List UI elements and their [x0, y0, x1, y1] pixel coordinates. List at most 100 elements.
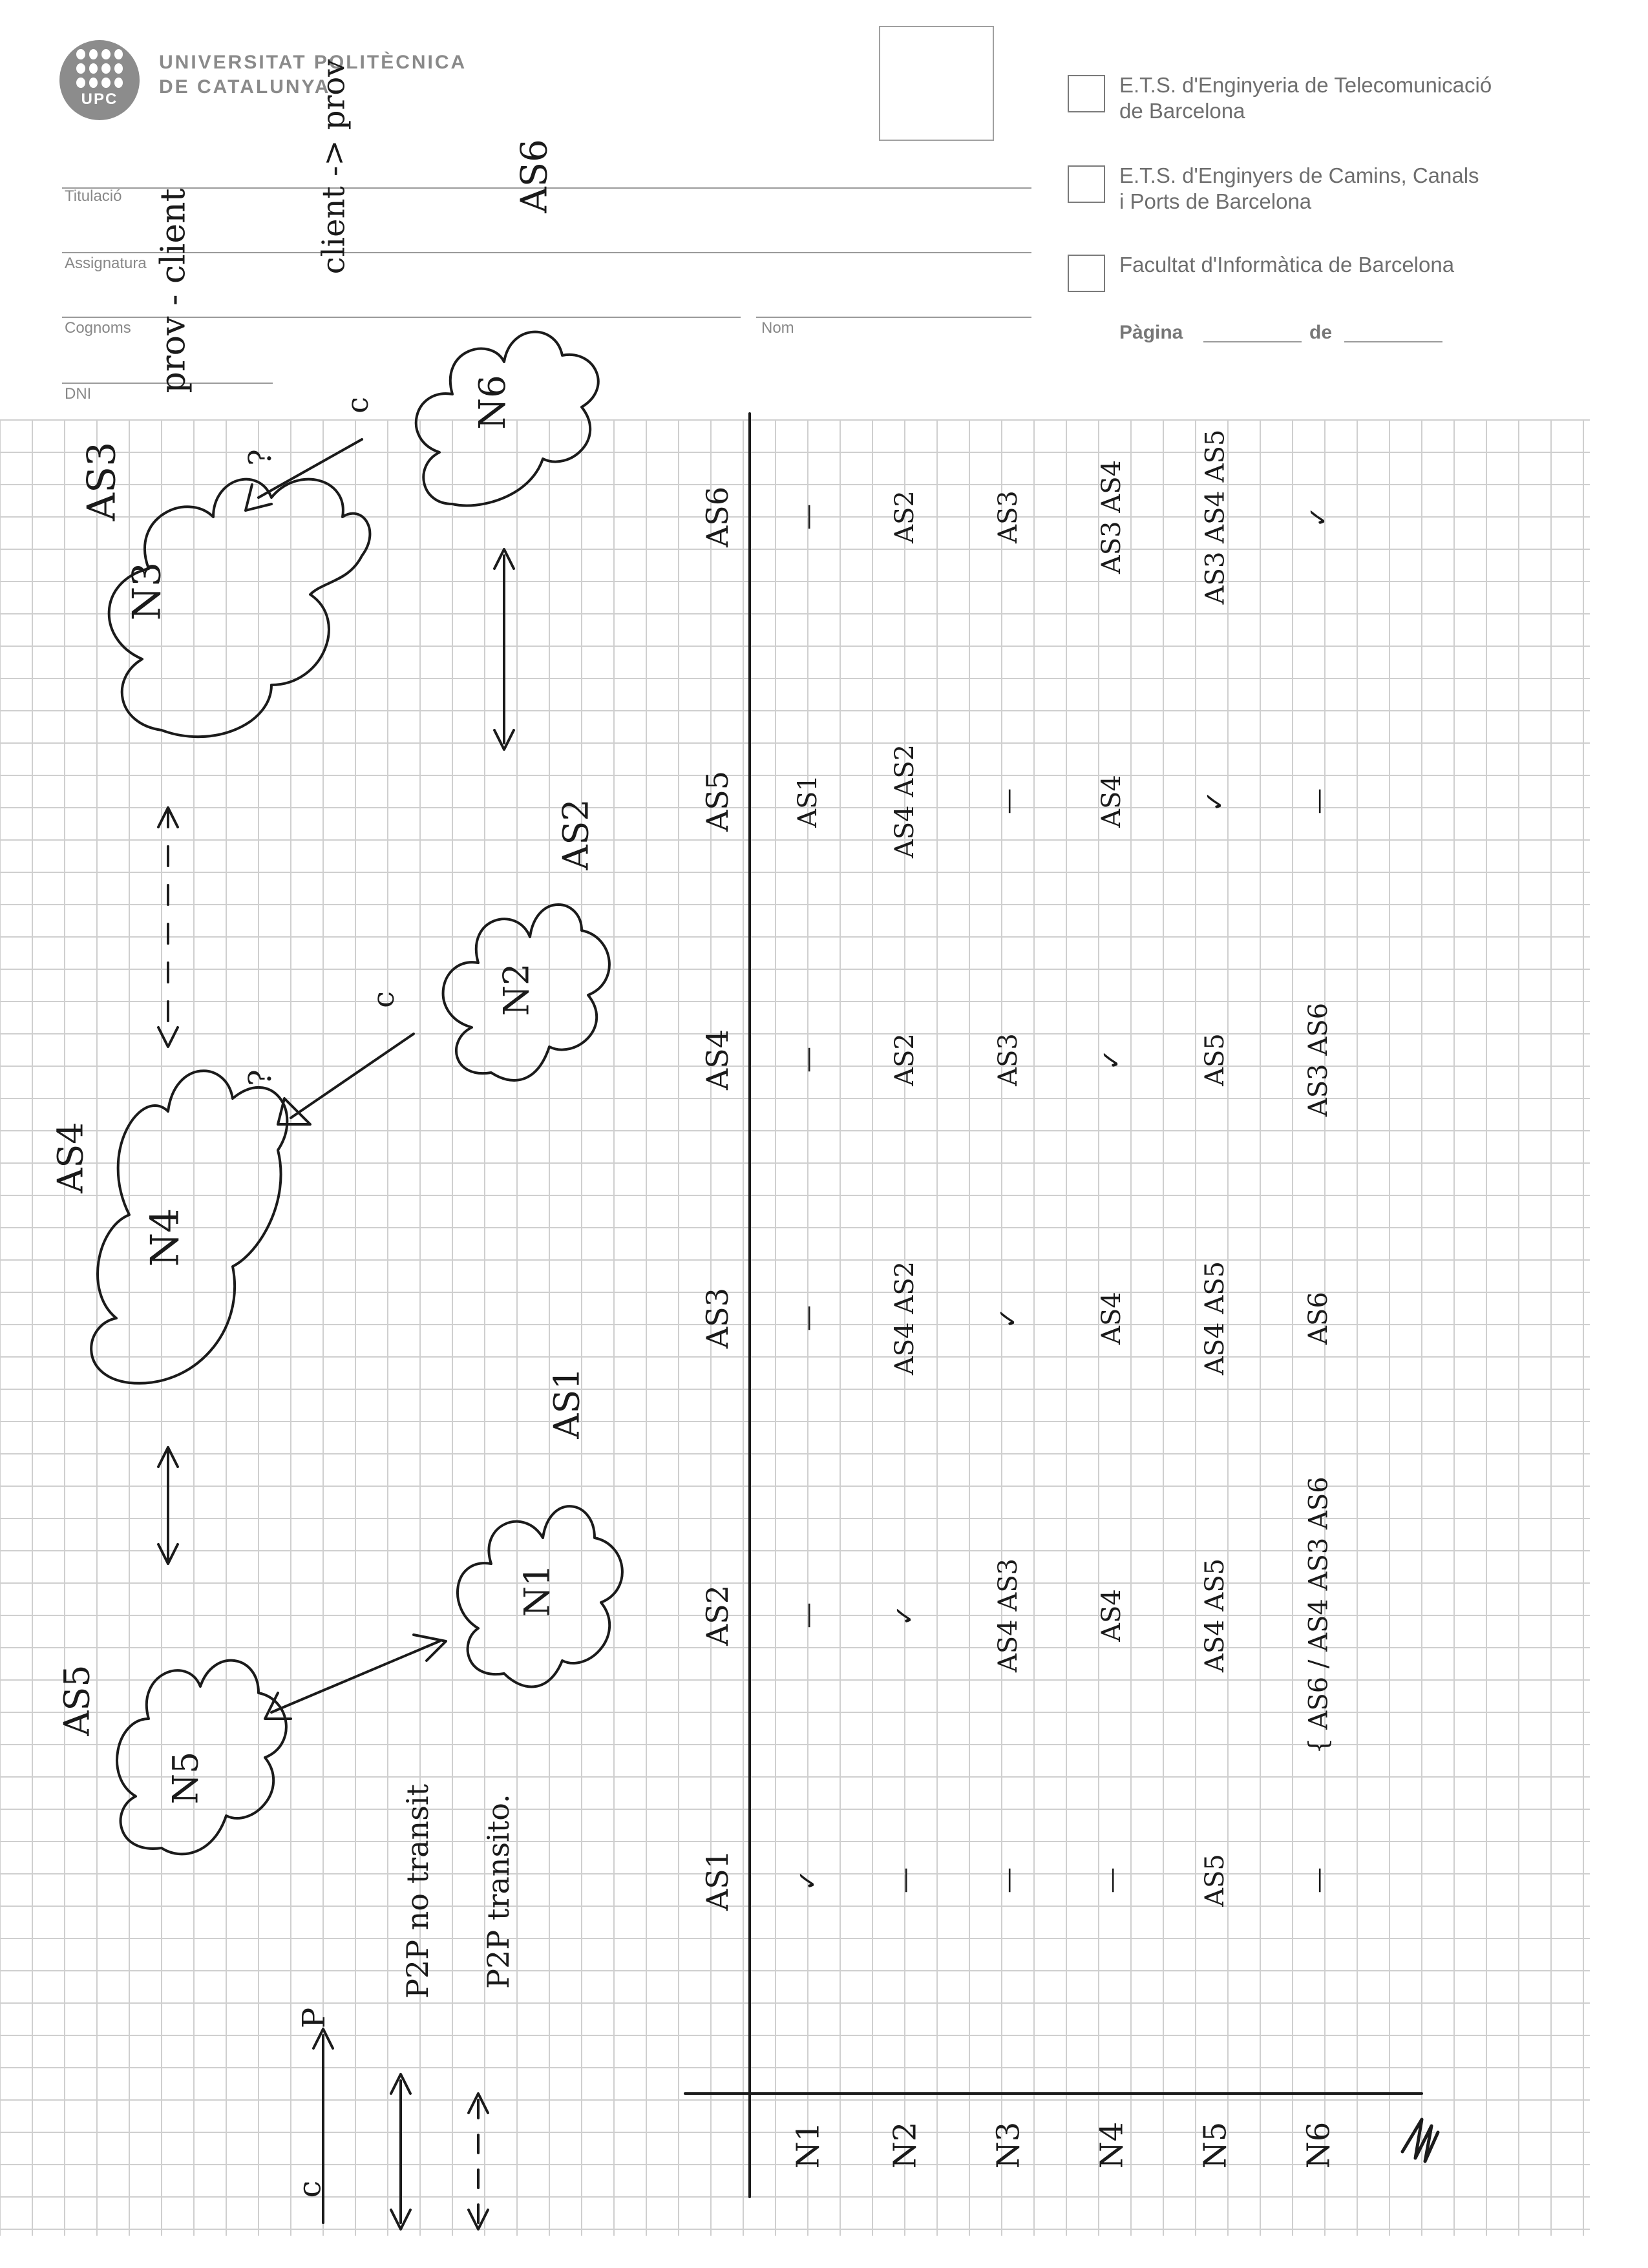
table-cell: —: [793, 1305, 823, 1331]
table-cell: —: [793, 1047, 823, 1073]
table-cell: AS4: [1096, 1292, 1126, 1345]
note-client-prov: client -> prov: [315, 59, 352, 275]
label-cognoms: Cognoms: [65, 319, 131, 337]
table-cell: —: [793, 504, 823, 530]
table-cell: —: [1097, 1867, 1126, 1893]
school-label-fib: Facultat d'Informàtica de Barcelona: [1119, 253, 1455, 277]
table-column-header-as3: AS3: [700, 1288, 735, 1349]
node-label-n6: N6: [471, 375, 514, 430]
label-titulacio: Titulació: [65, 187, 122, 205]
table-cell: —: [793, 1602, 823, 1628]
table-row-header-n3: N3: [989, 2121, 1026, 2169]
table-cell: AS2: [889, 1033, 920, 1086]
as-label-n3: AS3: [79, 441, 125, 521]
table-column-header-as5: AS5: [700, 771, 735, 832]
table-cell: —: [1304, 788, 1333, 814]
legend-p2p-no-transit: P2P no transit: [400, 1783, 436, 1999]
as-label-n4: AS4: [50, 1122, 91, 1193]
university-name-line1: UNIVERSITAT POLITÈCNICA: [159, 52, 467, 73]
table-cell: AS4 AS5: [1200, 1558, 1231, 1673]
logo-text: UPC: [81, 90, 118, 108]
node-label-n4: N4: [142, 1208, 188, 1267]
pagina-label: Pàgina: [1119, 322, 1183, 343]
node-label-n5: N5: [165, 1751, 206, 1805]
table-cell: AS3 AS4 AS5: [1199, 429, 1230, 605]
table-row-header-n4: N4: [1093, 2121, 1130, 2169]
note-c-2: c: [365, 991, 401, 1008]
table-cell: AS3: [993, 490, 1023, 543]
legend-c: c: [291, 2180, 328, 2198]
note-c-1: c: [339, 397, 375, 414]
dni-line: [62, 383, 273, 384]
table-cell: AS4: [1096, 775, 1126, 828]
cloud-n3: [107, 478, 372, 739]
table-cell: AS4 AS3: [993, 1558, 1024, 1673]
university-name-line2: DE CATALUNYA: [159, 76, 331, 98]
cloud-n6: [414, 330, 600, 507]
as-label-n2: AS2: [555, 799, 597, 870]
cloud-n2: [441, 903, 611, 1082]
table-row-header-n6: N6: [1300, 2121, 1336, 2169]
table-cell: AS3 AS4: [1097, 459, 1127, 574]
school-checkbox-telecom[interactable]: [1068, 75, 1105, 112]
table-cell: AS4 AS2: [890, 1261, 920, 1376]
node-label-n1: N1: [516, 1564, 558, 1617]
label-nom: Nom: [761, 319, 794, 337]
table-cell: ✓: [993, 1307, 1023, 1329]
table-row-header-n5: N5: [1196, 2121, 1233, 2169]
table-cell: AS1: [792, 775, 823, 828]
as-label-n5: AS5: [56, 1664, 98, 1736]
node-label-n3: N3: [124, 562, 170, 621]
legend-p2p-transit: P2P transito.: [480, 1794, 516, 1989]
note-question-1: ?: [242, 449, 279, 466]
label-assignatura: Assignatura: [65, 255, 147, 272]
table-cell: ✓: [792, 1869, 823, 1891]
cloud-n5: [116, 1659, 288, 1856]
cognoms-line: [62, 317, 741, 318]
table-cell: ✓: [889, 1604, 920, 1626]
nom-line: [756, 317, 1031, 318]
table-cell: AS3 AS6: [1304, 1002, 1334, 1117]
note-prov-client: prov - client: [154, 188, 193, 394]
cloud-n1: [456, 1505, 624, 1688]
link-n6-n3: [257, 438, 363, 499]
titulacio-line: [62, 187, 1031, 189]
node-label-n2: N2: [496, 963, 537, 1016]
legend-p: P: [296, 2007, 333, 2029]
upc-logo: UPC: [59, 40, 140, 120]
table-cell: ✓: [1199, 790, 1230, 812]
table-cell: AS5: [1199, 1033, 1230, 1086]
cloud-n4: [90, 1069, 289, 1385]
table-cell: —: [993, 1867, 1023, 1893]
logo-dots-icon: [76, 49, 123, 88]
table-row-header-n1: N1: [789, 2121, 826, 2169]
table-cell: —: [890, 1867, 920, 1893]
as-label-n1: AS1: [546, 1367, 587, 1439]
table-cell: ✓: [1096, 1049, 1126, 1071]
table-row-header-n2: N2: [886, 2121, 923, 2169]
table-cell: AS2: [889, 490, 920, 543]
de-line: [1344, 341, 1442, 342]
table-cell: —: [1304, 1867, 1333, 1893]
table-cell: AS4 AS2: [890, 744, 920, 859]
school-checkbox-fib[interactable]: [1068, 255, 1105, 292]
table-column-header-as4: AS4: [700, 1029, 735, 1090]
table-cell: AS6: [1303, 1292, 1333, 1345]
table-cell: AS4 AS5: [1200, 1261, 1231, 1376]
as-label-n6: AS6: [513, 139, 556, 213]
table-cell: ✓: [1303, 506, 1333, 528]
label-dni: DNI: [65, 385, 92, 403]
table-cell: AS3: [993, 1033, 1023, 1086]
school-checkbox-camins[interactable]: [1068, 165, 1105, 203]
table-column-header-as1: AS1: [700, 1850, 735, 1911]
assignatura-line: [62, 252, 1031, 253]
de-label: de: [1309, 322, 1333, 343]
table-cell: AS4: [1096, 1589, 1126, 1642]
table-cell: AS5: [1199, 1854, 1230, 1907]
table-column-header-as2: AS2: [700, 1585, 735, 1646]
